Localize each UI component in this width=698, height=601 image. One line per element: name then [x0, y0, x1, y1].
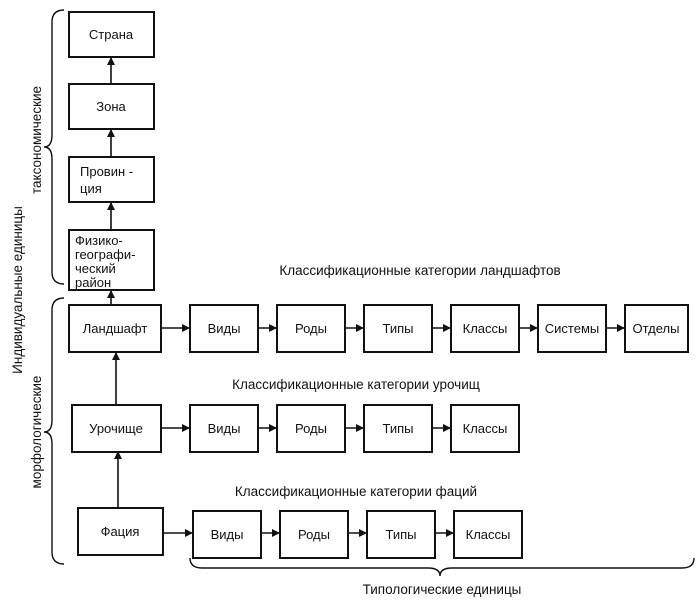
node-provintsiya: Провин - ция: [68, 156, 155, 203]
caption-landscape: Классификационные категории ландшафтов: [279, 263, 560, 278]
node-landscape-otdely-label: Отделы: [633, 321, 680, 336]
node-urochishche: Урочище: [71, 404, 162, 453]
node-landscape-tipy-label: Типы: [382, 321, 413, 336]
node-fatsiya-label: Фация: [101, 524, 140, 539]
caption-facies: Классификационные категории фаций: [235, 484, 477, 499]
node-landshaft: Ландшафт: [68, 304, 162, 353]
node-landscape-klassy-label: Классы: [463, 321, 508, 336]
individual-units-label: Индивидуальные единицы: [10, 206, 25, 374]
node-fiz-label-1: Физико-: [75, 233, 123, 248]
taxonomic-brace: [43, 9, 65, 285]
node-landscape-otdely: Отделы: [624, 304, 689, 353]
node-facies-tipy-label: Типы: [385, 527, 416, 542]
node-facies-klassy: Классы: [453, 510, 523, 559]
node-provintsiya-label-2: ция: [80, 181, 102, 196]
node-facies-klassy-label: Классы: [466, 527, 511, 542]
node-landscape-sistemy-label: Системы: [545, 321, 599, 336]
node-facies-vidy-label: Виды: [211, 527, 244, 542]
row-facies: Фация Виды Роды Типы Классы: [77, 507, 523, 559]
node-uroch-tipy: Типы: [363, 404, 433, 453]
node-facies-tipy: Типы: [366, 510, 436, 559]
row-landscape: Ландшафт Виды Роды Типы Классы Системы О…: [68, 304, 689, 353]
node-uroch-klassy-label: Классы: [463, 421, 508, 436]
morphological-brace: [43, 297, 65, 565]
node-zona: Зона: [68, 83, 155, 130]
node-fiz-label-2: географи-: [75, 247, 135, 262]
node-uroch-vidy: Виды: [189, 404, 259, 453]
node-landshaft-label: Ландшафт: [83, 321, 148, 336]
row-urochishche: Урочище Виды Роды Типы Классы: [71, 404, 520, 453]
node-strana-label: Страна: [89, 27, 134, 42]
caption-urochishche: Классификационные категории урочищ: [232, 377, 480, 392]
node-landscape-tipy: Типы: [363, 304, 433, 353]
morphological-label: морфологические: [29, 376, 44, 489]
node-facies-rody-label: Роды: [298, 527, 330, 542]
typological-units-label: Типологические единицы: [363, 582, 522, 597]
node-landscape-vidy: Виды: [189, 304, 259, 353]
node-uroch-vidy-label: Виды: [208, 421, 241, 436]
node-fiziko-geo-rayon: Физико- географи- ческий район: [68, 229, 155, 291]
node-uroch-tipy-label: Типы: [382, 421, 413, 436]
node-fiz-label-3: ческий: [75, 261, 116, 276]
node-facies-rody: Роды: [279, 510, 349, 559]
node-landscape-sistemy: Системы: [537, 304, 607, 353]
node-strana: Страна: [68, 11, 155, 58]
node-uroch-rody: Роды: [276, 404, 346, 453]
node-urochishche-label: Урочище: [89, 421, 143, 436]
node-fatsiya: Фация: [77, 507, 164, 556]
node-landscape-rody-label: Роды: [295, 321, 327, 336]
taxonomic-label: таксономические: [29, 86, 44, 194]
node-landscape-vidy-label: Виды: [208, 321, 241, 336]
node-landscape-klassy: Классы: [450, 304, 520, 353]
node-uroch-rody-label: Роды: [295, 421, 327, 436]
node-provintsiya-label-1: Провин -: [80, 164, 133, 179]
node-landscape-rody: Роды: [276, 304, 346, 353]
node-uroch-klassy: Классы: [450, 404, 520, 453]
node-zona-label: Зона: [96, 99, 126, 114]
node-facies-vidy: Виды: [192, 510, 262, 559]
typological-brace: [189, 557, 695, 577]
node-fiz-label-4: район: [75, 275, 111, 290]
